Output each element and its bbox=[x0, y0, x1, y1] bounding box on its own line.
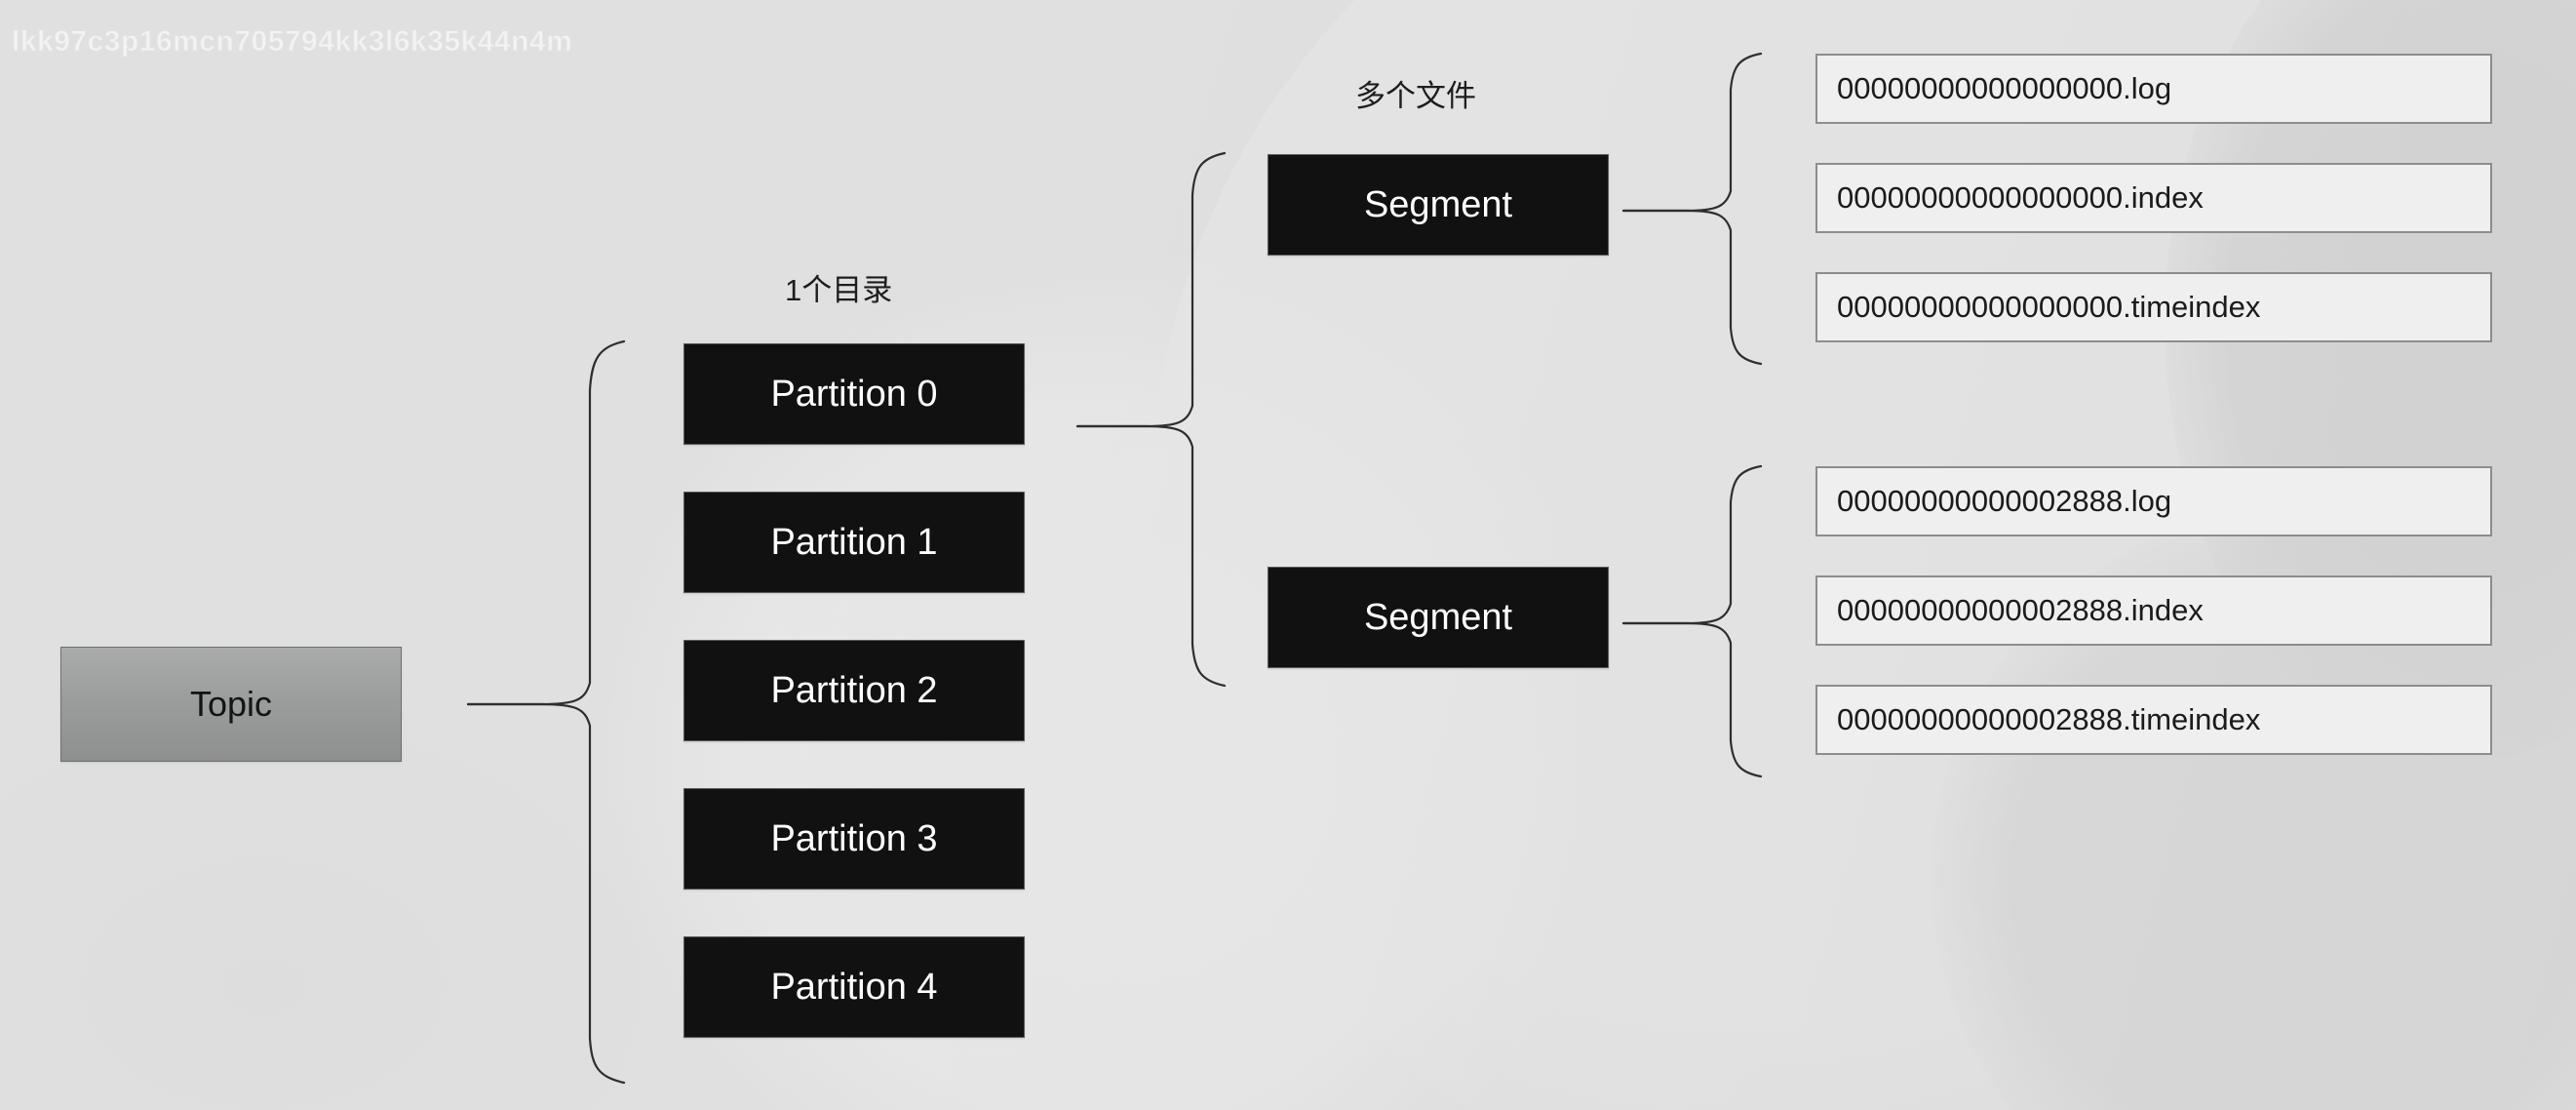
partition-node-0[interactable]: Partition 0 bbox=[683, 343, 1025, 445]
file-name: 00000000000000000.log bbox=[1837, 71, 2172, 105]
caption-multiple-files: 多个文件 bbox=[1355, 79, 1476, 113]
partition-label: Partition 4 bbox=[770, 966, 938, 1008]
brace-segment2-to-files bbox=[1621, 464, 1763, 778]
segment-node-1[interactable]: Segment bbox=[1268, 567, 1609, 668]
brace-topic-to-partitions bbox=[466, 339, 626, 1085]
file-box-index[interactable]: 00000000000000000.index bbox=[1815, 163, 2492, 233]
segment-node-0[interactable]: Segment bbox=[1268, 154, 1609, 256]
watermark-text: lkk97c3p16mcn705794kk3l6k35k44n4m bbox=[11, 25, 573, 59]
topic-node[interactable]: Topic bbox=[60, 647, 402, 762]
file-box-index[interactable]: 00000000000002888.index bbox=[1815, 575, 2492, 646]
file-name: 00000000000002888.index bbox=[1837, 593, 2204, 627]
file-name: 00000000000000000.index bbox=[1837, 180, 2204, 215]
file-box-timeindex[interactable]: 00000000000002888.timeindex bbox=[1815, 685, 2492, 755]
partition-node-2[interactable]: Partition 2 bbox=[683, 640, 1025, 741]
file-name: 00000000000002888.log bbox=[1837, 484, 2172, 518]
file-box-log[interactable]: 00000000000000000.log bbox=[1815, 54, 2492, 124]
file-box-timeindex[interactable]: 00000000000000000.timeindex bbox=[1815, 272, 2492, 342]
partition-label: Partition 1 bbox=[770, 521, 938, 563]
topic-label: Topic bbox=[189, 684, 273, 724]
partition-label: Partition 3 bbox=[770, 817, 938, 859]
partition-label: Partition 2 bbox=[770, 669, 938, 711]
brace-segment1-to-files bbox=[1621, 52, 1763, 366]
partition-node-3[interactable]: Partition 3 bbox=[683, 788, 1025, 890]
file-name: 00000000000000000.timeindex bbox=[1837, 290, 2261, 324]
file-box-log[interactable]: 00000000000002888.log bbox=[1815, 466, 2492, 536]
partition-node-1[interactable]: Partition 1 bbox=[683, 492, 1025, 593]
segment-label: Segment bbox=[1363, 183, 1513, 225]
partition-label: Partition 0 bbox=[770, 373, 938, 415]
file-name: 00000000000002888.timeindex bbox=[1837, 702, 2261, 736]
partition-node-4[interactable]: Partition 4 bbox=[683, 936, 1025, 1038]
caption-one-directory: 1个目录 bbox=[785, 273, 893, 307]
segment-label: Segment bbox=[1363, 596, 1513, 638]
brace-partition0-to-segments bbox=[1075, 151, 1227, 688]
